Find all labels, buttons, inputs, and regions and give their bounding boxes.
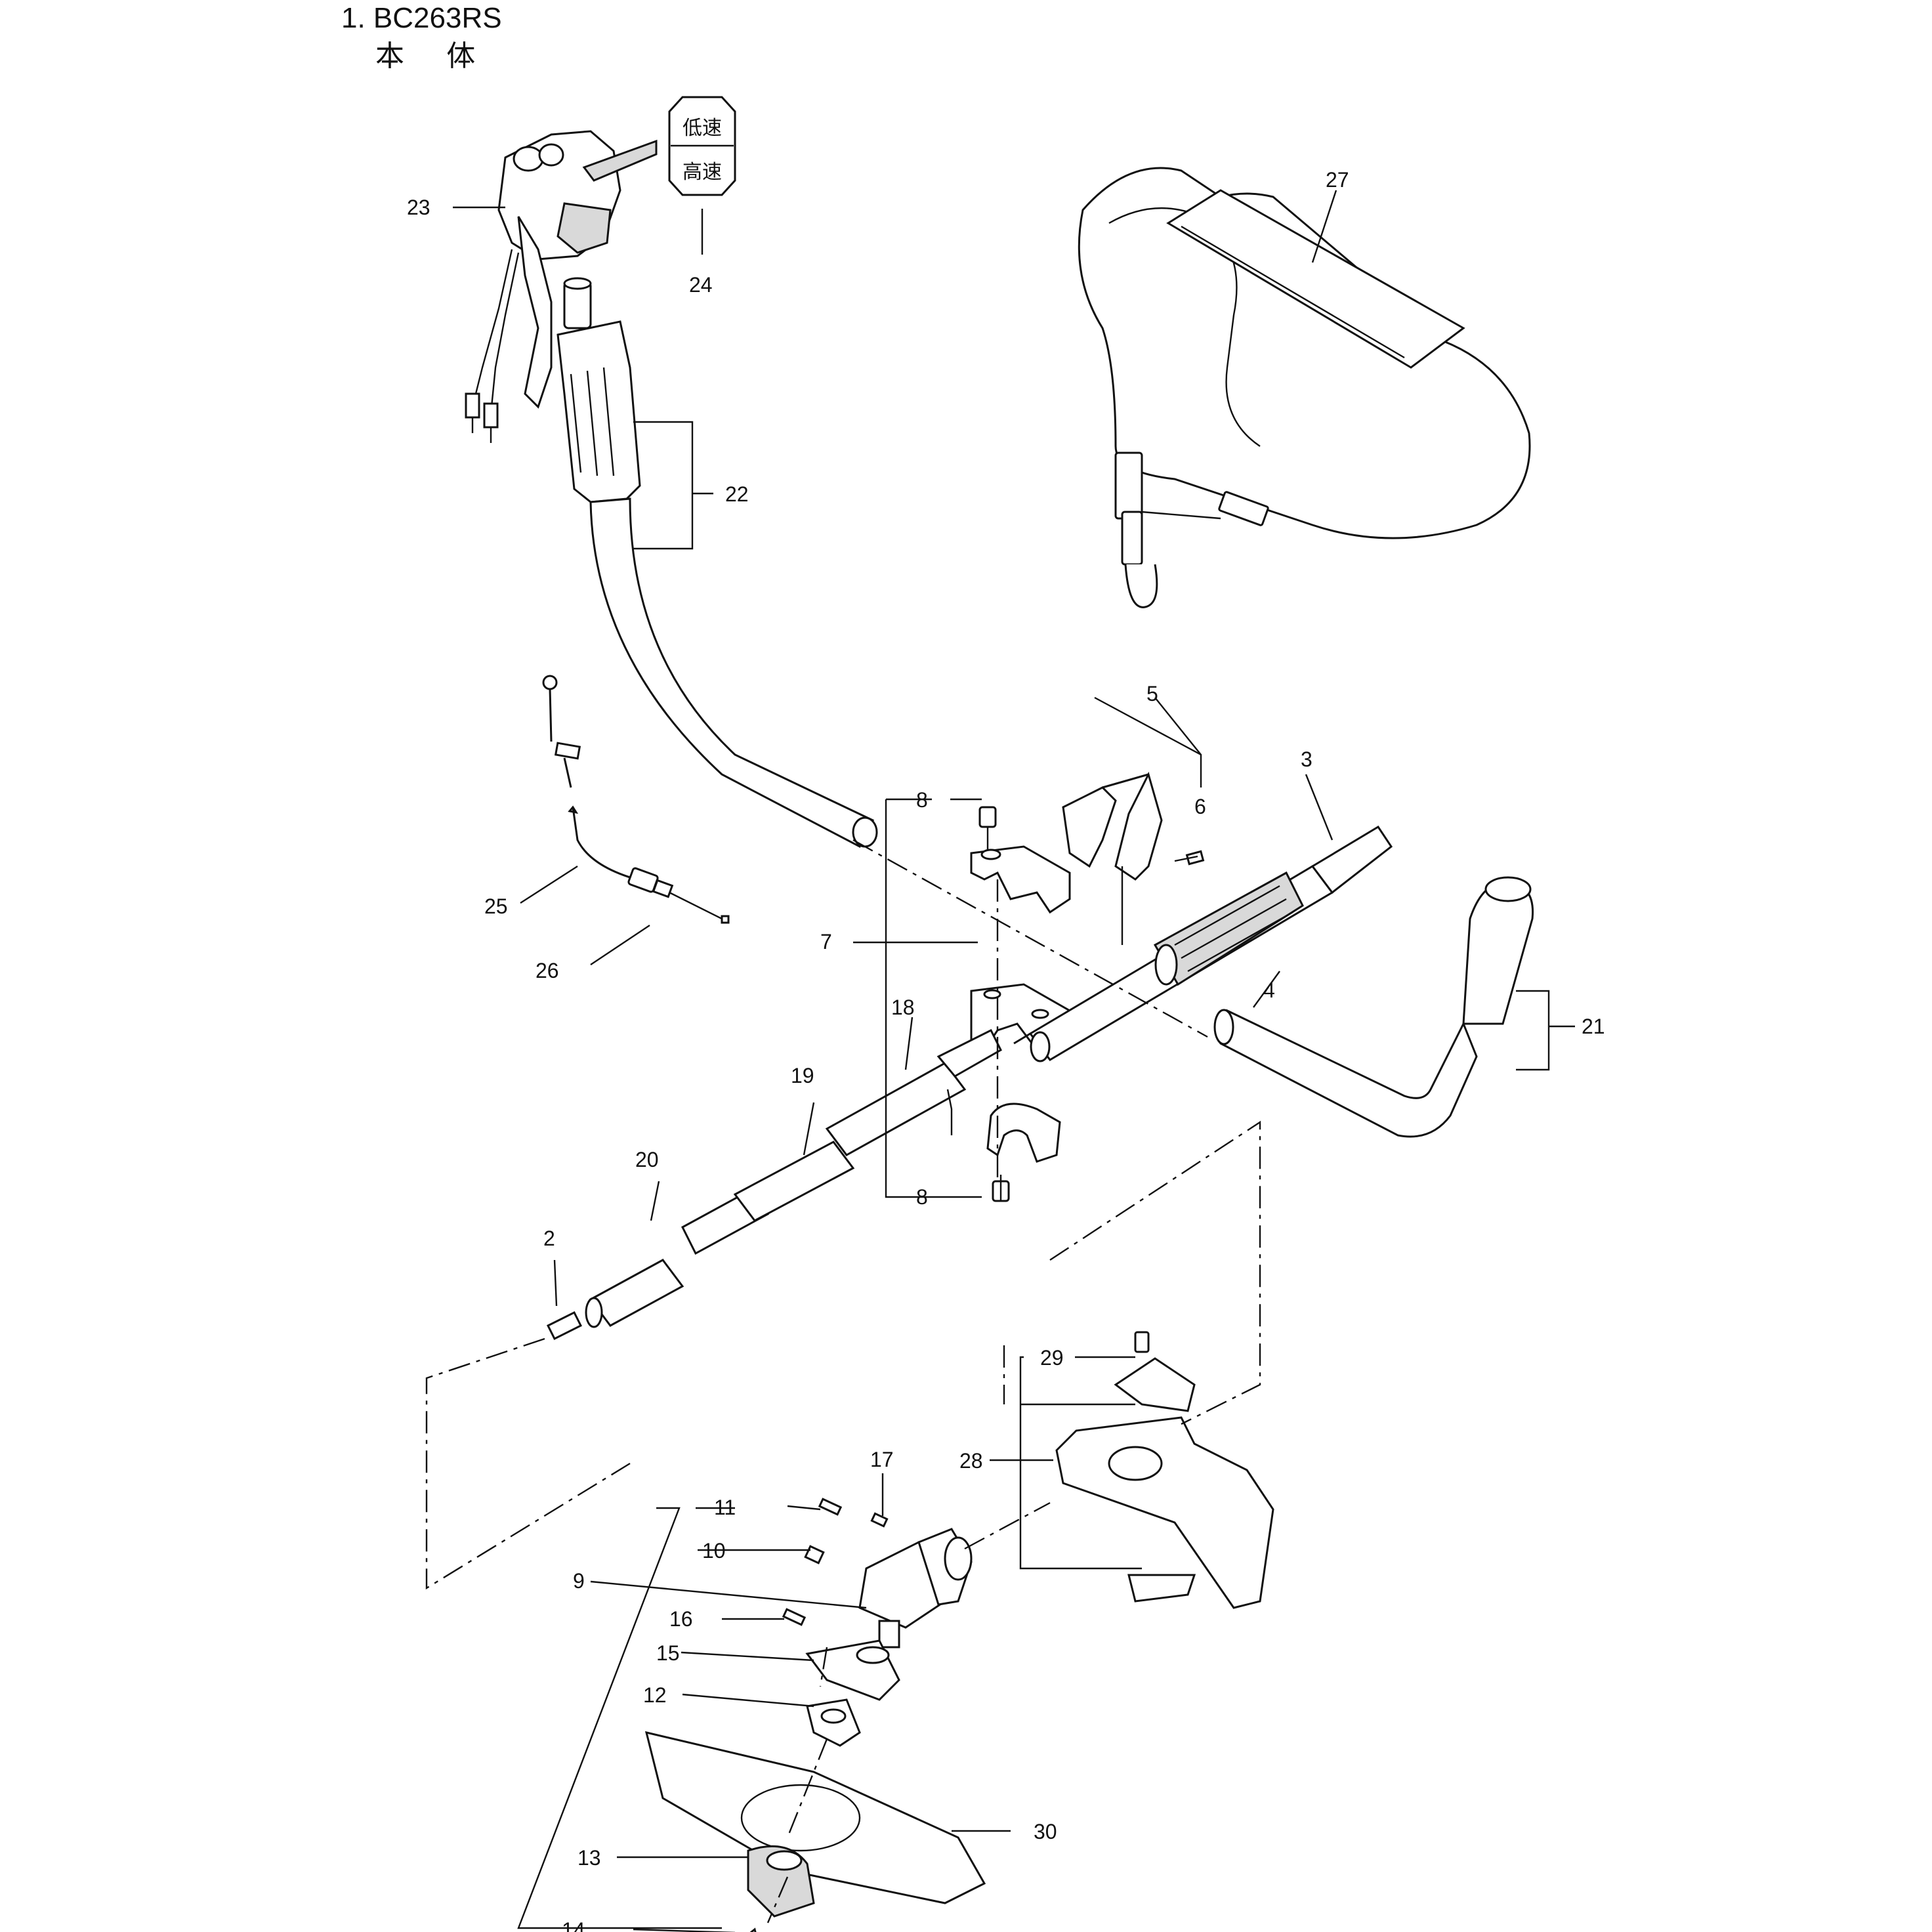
part-label-9: 9 <box>573 1569 585 1593</box>
part-label-10: 10 <box>702 1539 726 1563</box>
part-label-23: 23 <box>407 196 430 219</box>
part-label-8-upper: 8 <box>916 788 928 812</box>
part-label-4: 4 <box>1263 978 1275 1002</box>
part-number-labels: 23 24 22 27 5 6 3 8 7 4 18 19 20 8 2 21 … <box>407 168 1605 1932</box>
handle-clamp-upper <box>970 806 1071 914</box>
gearbox-assembly <box>804 1498 973 1648</box>
speed-sticker: 低速 高速 <box>668 96 736 196</box>
part-label-5: 5 <box>1146 682 1158 705</box>
hanger-bracket <box>1062 771 1205 945</box>
low-speed-label: 低速 <box>682 117 722 140</box>
part-label-26: 26 <box>536 959 559 982</box>
diagram-title: 1. BC263RS <box>341 2 502 34</box>
blade-assembly <box>644 1608 986 1932</box>
diagram-subtitle: 本 体 <box>375 40 492 72</box>
part-label-27: 27 <box>1326 168 1349 192</box>
assembly-guide-lines <box>425 839 1261 1923</box>
part-label-20: 20 <box>635 1148 659 1171</box>
left-handle-grip <box>556 277 878 849</box>
leader-lines <box>453 190 1575 1932</box>
high-speed-label: 高速 <box>682 161 722 184</box>
part-label-2: 2 <box>543 1227 555 1250</box>
part-label-30: 30 <box>1034 1820 1057 1843</box>
part-label-15: 15 <box>656 1641 680 1665</box>
drive-shaft-assembly <box>546 1028 1002 1341</box>
lower-guard <box>1055 1331 1274 1609</box>
main-shaft-assembly <box>1013 825 1393 1062</box>
throttle-lever-assembly <box>465 130 658 443</box>
part-label-12: 12 <box>643 1683 667 1707</box>
part-label-3: 3 <box>1301 747 1312 771</box>
part-label-14: 14 <box>562 1918 585 1932</box>
part-label-25: 25 <box>484 894 508 918</box>
part-label-28: 28 <box>959 1449 983 1473</box>
part-label-21: 21 <box>1582 1015 1605 1038</box>
part-label-24: 24 <box>689 273 713 297</box>
right-handle <box>1213 876 1534 1138</box>
part-label-29: 29 <box>1040 1346 1064 1370</box>
part-label-18: 18 <box>891 996 915 1019</box>
part-label-13: 13 <box>578 1846 601 1870</box>
shoulder-harness <box>1078 167 1531 608</box>
throttle-cable <box>542 675 730 924</box>
part-label-6: 6 <box>1194 795 1206 818</box>
part-label-17: 17 <box>870 1448 894 1471</box>
part-label-7: 7 <box>820 930 832 954</box>
part-label-19: 19 <box>791 1064 814 1087</box>
part-label-16: 16 <box>669 1607 693 1631</box>
handle-clamp-lower <box>986 1102 1061 1202</box>
part-label-22: 22 <box>725 482 749 506</box>
part-label-11: 11 <box>714 1496 736 1519</box>
part-label-8-lower: 8 <box>916 1185 928 1209</box>
